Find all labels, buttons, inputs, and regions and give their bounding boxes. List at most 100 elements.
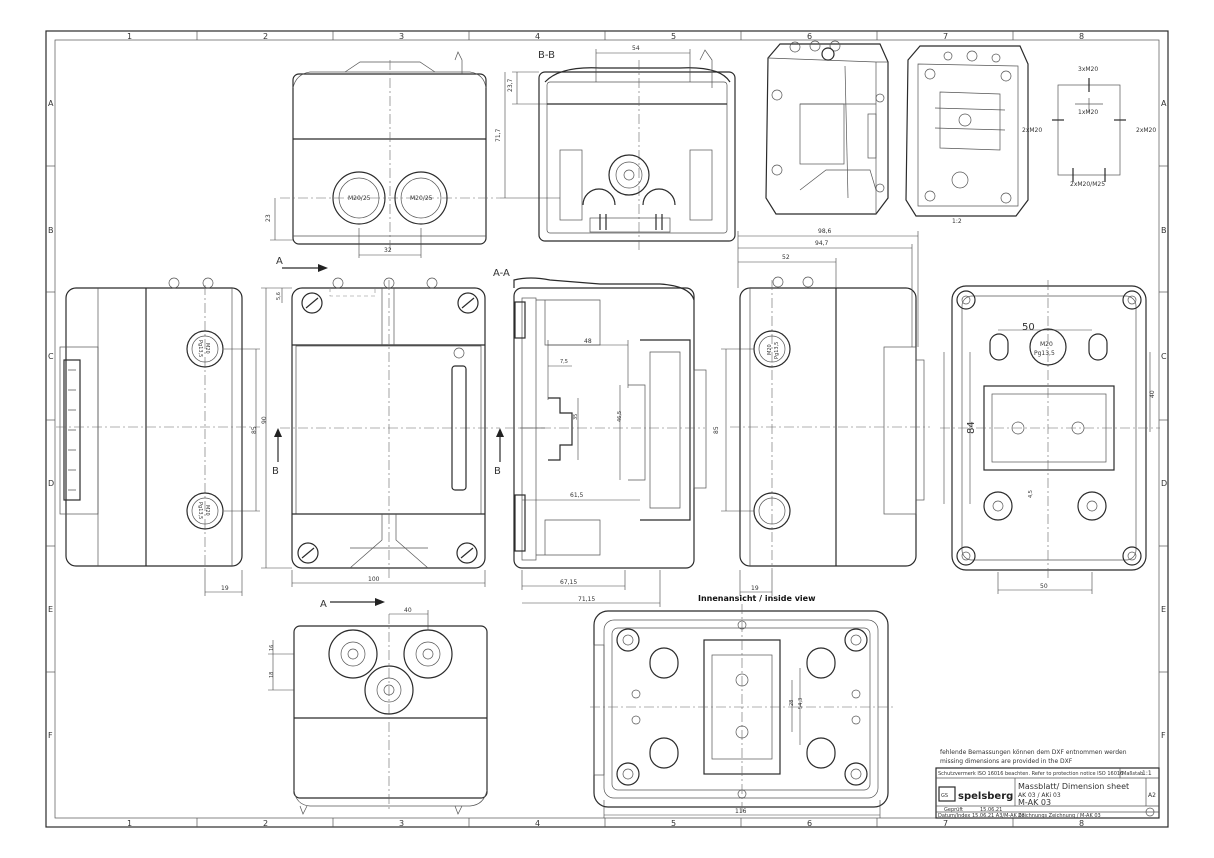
dim-5-6: 5,6 [276,292,282,300]
section-aa-label: A-A [493,268,510,279]
dim-23: 23 [265,214,272,222]
grid-row-b-right: B [1161,226,1167,235]
cable-entry-bottom: 2xM20/M25 [1070,181,1105,188]
dim-98-6: 98,6 [818,228,832,235]
grid-row-e-left: E [48,605,53,614]
inside-view-label: Innenansicht / inside view [698,594,816,603]
grid-col-3-top: 3 [399,32,404,41]
right-pg-top: Pg13,5 [774,342,780,359]
grid-row-f-left: F [48,731,53,740]
state-value: Datum/Index 15.06.21 A3/M-AK 03 [938,813,1025,819]
sheet-models: AK 03 / AKi 03 [1018,792,1061,799]
dim-48: 48 [584,338,592,345]
cable-entry-right: 2xM20 [1136,127,1156,134]
dim-71-7: 71,7 [495,128,502,142]
dim-116: 116 [735,808,747,815]
file-value: Zeichnungs Zeichnung / M-AK 03 [1018,813,1101,819]
grid-col-3-bottom: 3 [399,819,404,828]
gland-label-left: M20/25 [348,195,371,202]
grid-col-5-top: 5 [671,32,676,41]
iso-view-open: 1:2 [905,45,1029,225]
section-a-bottom-label: A [320,599,327,610]
scale-label: Maßstab [1122,771,1143,777]
dim-67-15: 67,15 [560,579,577,586]
protection-note: Schutzvermerk ISO 16016 beachten. Refer … [938,771,1125,777]
iso-scale-note: 1:2 [952,218,962,225]
dim-71-15: 71,15 [578,596,595,603]
left-pg-top: Pg13,5 [197,340,203,357]
grid-row-d-left: D [48,479,54,488]
dim-52: 52 [782,254,790,261]
grid-col-8-bottom: 8 [1079,819,1084,828]
dim-54-3: 54,3 [798,698,804,709]
top-view-glands: M20/25 M20/25 32 23 [265,51,500,258]
company-logo-letters: GS [941,793,948,799]
section-bb-label: B-B [538,50,555,61]
dim-100: 100 [368,576,380,583]
projection-symbol-icon [1145,807,1155,817]
grid-col-8-top: 8 [1079,32,1084,41]
grid-col-7-top: 7 [943,32,948,41]
left-m20-top: M20 [204,343,210,354]
dim-61-5: 61,5 [570,492,584,499]
grid-row-f-right: F [1161,731,1166,740]
dim-23-7: 23,7 [507,78,514,92]
note-en: missing dimensions are provided in the D… [940,758,1073,765]
cable-entry-top: 3xM20 [1078,66,1098,73]
grid-row-a-left: A [48,99,54,108]
cable-entry-left: 2xM20 [1022,127,1042,134]
grid-col-6-top: 6 [807,32,812,41]
dim-32: 32 [384,247,392,254]
grid-col-2-bottom: 2 [263,819,268,828]
dim-16: 16 [269,645,275,651]
sheet-format: A2 [1148,792,1156,799]
section-a-top-label: A [276,256,283,267]
scale-value: 1:1 [1142,770,1152,777]
inside-view: Innenansicht / inside view 28 54,3 116 [590,594,895,818]
grid-row-c-right: C [1161,352,1167,361]
grid-col-4-top: 4 [535,32,540,41]
grid-row-a-right: A [1161,99,1167,108]
dim-54: 54 [632,45,640,52]
gland-label-right: M20/25 [410,195,433,202]
dim-35: 35 [573,414,579,420]
grid-col-1-bottom: 1 [127,819,132,828]
dim-40-top: 40 [404,607,412,614]
title-block: Schutzvermerk ISO 16016 beachten. Refer … [935,767,1160,819]
grid-col-6-bottom: 6 [807,819,812,828]
back-pg-label: Pg13,5 [1034,350,1055,357]
dim-85-left: 85 [251,426,258,434]
back-view: M20 Pg13,5 50 84 40 4,5 50 [940,280,1160,594]
grid-col-1-top: 1 [127,32,132,41]
dim-18: 18 [269,672,275,678]
drawing-frame: 1 2 3 4 5 6 7 8 1 2 3 4 5 6 7 8 A B C D … [45,30,1169,828]
cable-entry-schematic: 3xM20 1xM20 2xM20 2xM20 2xM20/M25 [1022,66,1156,188]
left-m20-bottom: M20 [204,505,210,516]
grid-row-e-right: E [1161,605,1166,614]
grid-row-d-right: D [1161,479,1167,488]
grid-col-4-bottom: 4 [535,819,540,828]
note-de: fehlende Bemassungen können dem DXF entn… [940,749,1127,756]
company-name: spelsberg [958,791,1013,802]
dxf-note: fehlende Bemassungen können dem DXF entn… [940,749,1127,765]
back-m20-label: M20 [1040,341,1053,348]
section-bb-view: B-B 54 23,7 71,7 [495,45,736,250]
dim-28: 28 [789,700,795,706]
dim-50-bottom: 50 [1040,583,1048,590]
grid-col-5-bottom: 5 [671,819,676,828]
sheet-title: Massblatt/ Dimension sheet [1018,782,1129,791]
grid-row-b-left: B [48,226,54,235]
dim-46-5: 46,5 [617,411,623,422]
grid-row-c-left: C [48,352,54,361]
dim-84: 84 [966,421,977,434]
left-side-view: M20 Pg13,5 M20 Pg13,5 85 19 [56,277,260,596]
iso-view-closed [765,40,889,215]
dim-40-side: 40 [1149,390,1156,398]
bottom-view-glands: A 40 16 18 [268,598,488,815]
grid-col-2-top: 2 [263,32,268,41]
dim-19-right: 19 [751,585,759,592]
date-value: 15.06.21 [980,807,1002,813]
dim-7-5: 7,5 [560,359,568,365]
dim-19-left: 19 [221,585,229,592]
